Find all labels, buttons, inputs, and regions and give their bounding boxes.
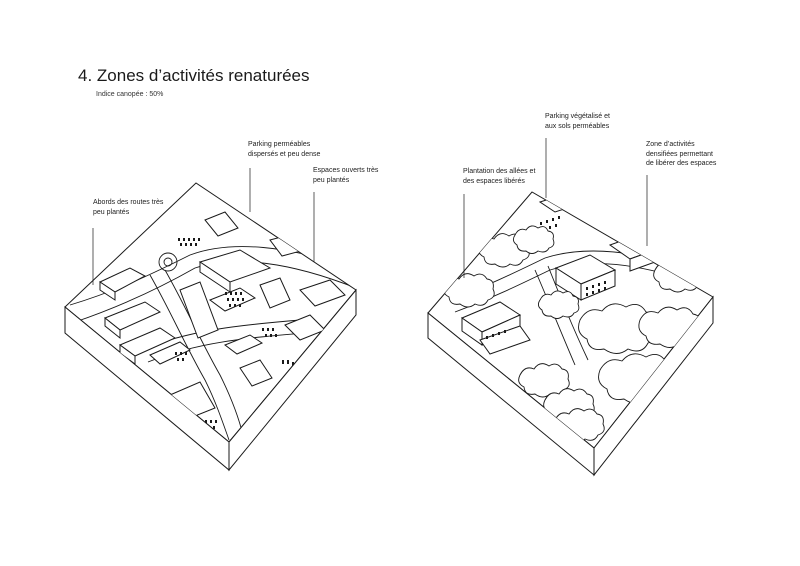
canopy-index: Indice canopée : 50% bbox=[96, 91, 164, 98]
windows bbox=[486, 216, 606, 339]
leader-lines bbox=[92, 168, 315, 285]
block-diagram-before bbox=[64, 168, 357, 472]
parking-lots bbox=[175, 238, 294, 429]
leader-lines bbox=[463, 138, 648, 278]
page-title: 4. Zones d’activités renaturées bbox=[78, 66, 310, 85]
block-diagram-after bbox=[427, 138, 714, 477]
